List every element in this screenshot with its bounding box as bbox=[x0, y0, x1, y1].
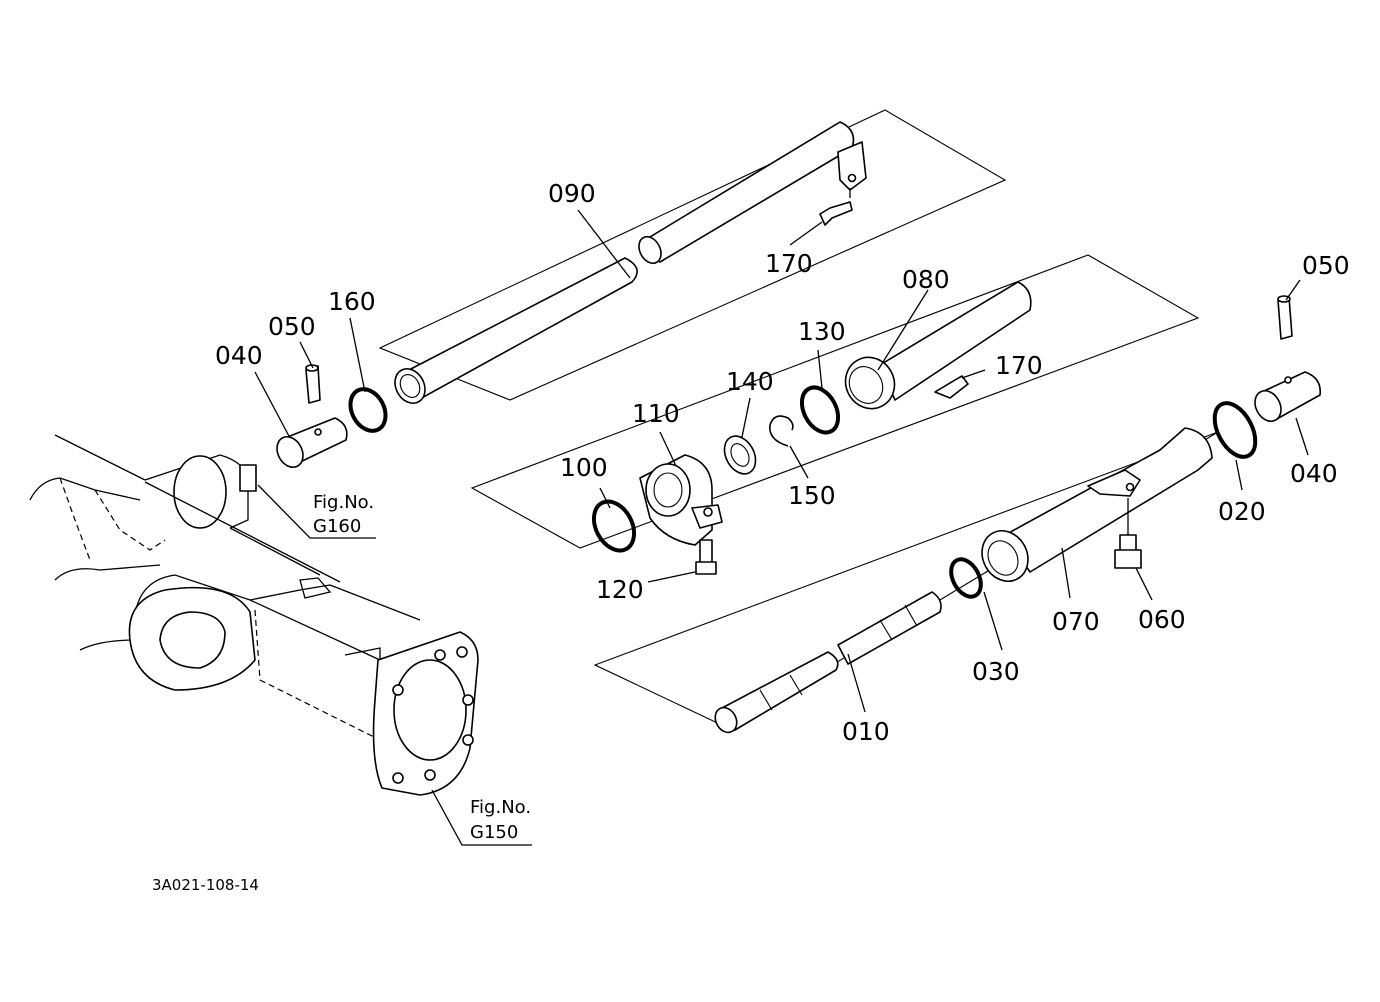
label-100: 100 bbox=[560, 453, 608, 482]
label-030: 030 bbox=[972, 657, 1020, 686]
label-060: 060 bbox=[1138, 605, 1186, 634]
o-ring-100 bbox=[591, 499, 637, 553]
pipe-090-bracket bbox=[837, 141, 867, 191]
pin-050-left bbox=[305, 364, 321, 404]
label-080: 080 bbox=[902, 265, 950, 294]
shaft-010 bbox=[714, 591, 942, 734]
label-040-right: 040 bbox=[1290, 459, 1338, 488]
axle-housing bbox=[29, 434, 479, 796]
label-140: 140 bbox=[726, 367, 774, 396]
fig-ref-g150-line1: Fig.No. bbox=[470, 797, 531, 818]
housing-end-cap bbox=[173, 455, 227, 529]
label-160: 160 bbox=[328, 287, 376, 316]
group-outline-090 bbox=[378, 109, 1007, 401]
bolt-060 bbox=[1114, 498, 1142, 569]
bolt-170-upper bbox=[789, 188, 853, 246]
bracket-110 bbox=[639, 454, 723, 546]
snap-ring-150 bbox=[769, 415, 794, 447]
fig-ref-g160-line2: G160 bbox=[313, 516, 361, 537]
drawing-code: 3A021-108-14 bbox=[152, 876, 259, 894]
input-spline bbox=[239, 464, 257, 492]
group-outline-010 bbox=[593, 431, 1219, 729]
bolt-120 bbox=[647, 539, 717, 583]
label-050-right: 050 bbox=[1302, 251, 1350, 280]
fig-ref-g160-line1: Fig.No. bbox=[313, 492, 374, 513]
o-ring-030 bbox=[949, 557, 983, 599]
label-040-left: 040 bbox=[215, 341, 263, 370]
label-090: 090 bbox=[548, 179, 596, 208]
pin-050-right bbox=[1277, 295, 1293, 340]
group-outline-080 bbox=[470, 254, 1200, 549]
fig-ref-g150-line2: G150 bbox=[470, 822, 518, 843]
label-050-left: 050 bbox=[268, 312, 316, 341]
pipe-070 bbox=[981, 427, 1213, 582]
leader-lines bbox=[254, 209, 1309, 846]
pipe-090 bbox=[394, 121, 867, 404]
label-020: 020 bbox=[1218, 497, 1266, 526]
coupling-040-right bbox=[1254, 371, 1322, 423]
label-170-lower: 170 bbox=[995, 351, 1043, 380]
label-150: 150 bbox=[788, 481, 836, 510]
o-ring-130 bbox=[799, 385, 841, 435]
label-120: 120 bbox=[596, 575, 644, 604]
coupling-040-left bbox=[276, 417, 348, 469]
bolt-170-lower bbox=[934, 369, 986, 399]
o-ring-160 bbox=[348, 387, 388, 433]
housing-boss bbox=[299, 577, 332, 599]
label-130: 130 bbox=[798, 317, 846, 346]
pipe-080 bbox=[844, 281, 1032, 410]
label-010: 010 bbox=[842, 717, 890, 746]
label-170-upper: 170 bbox=[765, 249, 813, 278]
label-070: 070 bbox=[1052, 607, 1100, 636]
label-110: 110 bbox=[632, 399, 680, 428]
bearing-140 bbox=[723, 435, 757, 475]
o-ring-020 bbox=[1212, 401, 1258, 459]
